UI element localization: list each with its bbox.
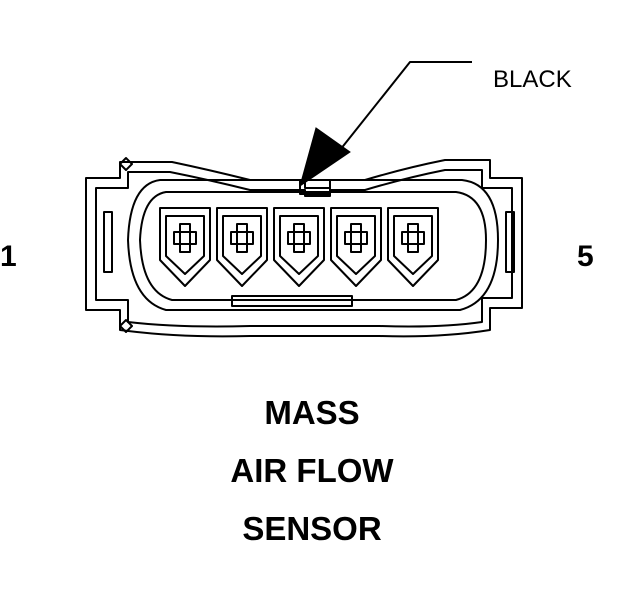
terminal-cell-outline bbox=[273, 207, 325, 287]
terminal-cell-inner bbox=[279, 215, 319, 275]
connector-inner-rim bbox=[95, 169, 513, 328]
terminal-cell-inner bbox=[165, 215, 205, 275]
terminal-cell bbox=[216, 207, 268, 287]
terminal-cell-outline bbox=[216, 207, 268, 287]
terminal-pin bbox=[401, 231, 425, 245]
side-slot-right bbox=[505, 211, 515, 273]
terminal-pin bbox=[287, 231, 311, 245]
title-line-2: AIR FLOW bbox=[230, 452, 394, 489]
terminal-stem bbox=[350, 223, 362, 253]
terminal-pin bbox=[344, 231, 368, 245]
polarizing-diamond-top-left bbox=[119, 157, 133, 171]
terminal-cell-inner bbox=[222, 215, 262, 275]
terminal-cell-inner bbox=[336, 215, 376, 275]
terminal-cavity-inner bbox=[139, 191, 487, 301]
terminal-stem bbox=[407, 223, 419, 253]
terminal-stem bbox=[179, 223, 191, 253]
terminal-cell bbox=[159, 207, 211, 287]
callout-arrowhead bbox=[299, 127, 351, 188]
terminal-pin bbox=[173, 231, 197, 245]
pin-number-right: 5 bbox=[577, 240, 594, 273]
terminal-stem bbox=[293, 223, 305, 253]
pin-number-left: 1 bbox=[0, 240, 17, 273]
color-callout-label: BLACK bbox=[493, 66, 572, 93]
terminal-stem bbox=[236, 223, 248, 253]
terminal-cell-outline bbox=[387, 207, 439, 287]
terminal-cavity-body bbox=[127, 179, 499, 311]
title-line-3: SENSOR bbox=[242, 510, 382, 547]
side-slot-left bbox=[103, 211, 113, 273]
terminal-cell bbox=[273, 207, 325, 287]
terminal-cell bbox=[330, 207, 382, 287]
polarizing-diamond-bottom-left bbox=[119, 319, 133, 333]
terminal-pin bbox=[230, 231, 254, 245]
callout-leader-line bbox=[339, 61, 472, 151]
bottom-rail bbox=[231, 295, 353, 307]
terminal-cell bbox=[387, 207, 439, 287]
terminal-cell-inner bbox=[393, 215, 433, 275]
terminal-cell-outline bbox=[159, 207, 211, 287]
connector-outer-housing bbox=[85, 159, 523, 338]
terminal-cell-outline bbox=[330, 207, 382, 287]
title-line-1: MASS bbox=[264, 394, 360, 431]
terminal-cells bbox=[159, 207, 439, 287]
